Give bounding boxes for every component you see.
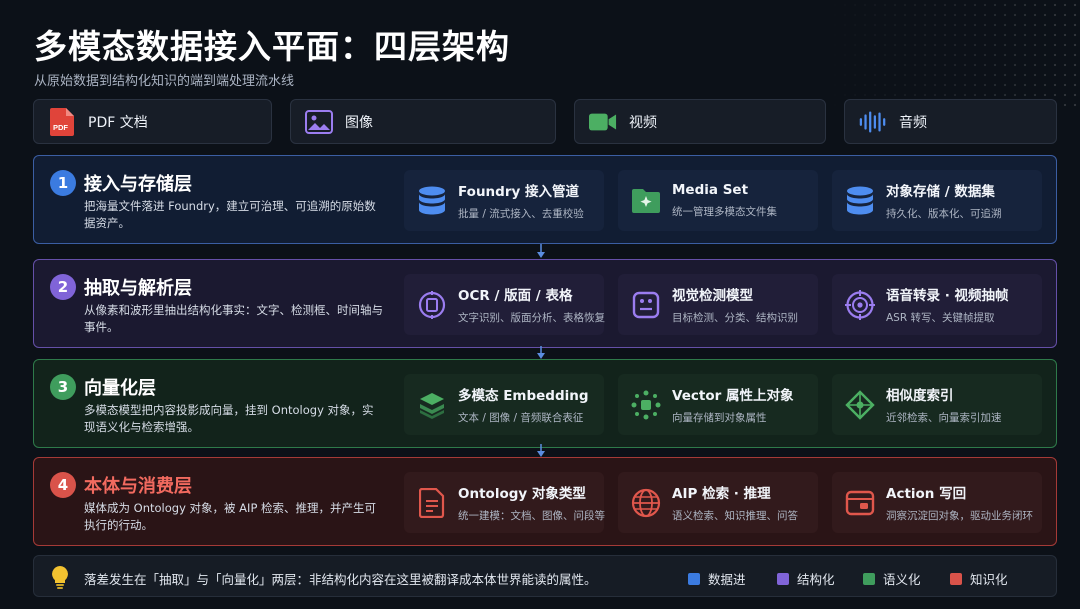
flow-arrow-icon: [537, 444, 545, 457]
layer-ontology-consumption: 4 本体与消费层 媒体成为 Ontology 对象，被 AIP 检索、推理，并产…: [33, 457, 1057, 546]
card-subtitle: 语义检索、知识推理、问答: [672, 510, 798, 522]
page-subtitle: 从原始数据到结构化知识的端到端处理流水线: [34, 74, 295, 89]
layer-title: 向量化层: [84, 378, 156, 399]
card-title: 相似度索引: [886, 388, 954, 404]
storage-icon: [844, 185, 876, 217]
card-subtitle: 统一建模：文档、图像、问段等: [458, 510, 605, 522]
card-subtitle: 批量 / 流式接入、去重校验: [458, 208, 584, 220]
layer-description: 媒体成为 Ontology 对象，被 AIP 检索、推理，并产生可执行的行动。: [84, 501, 377, 532]
transcription-icon: [844, 289, 876, 321]
card-subtitle: 文字识别、版面分析、表格恢复: [458, 312, 605, 324]
card-ontology-object-types[interactable]: Ontology 对象类型 统一建模：文档、图像、问段等: [404, 472, 605, 533]
card-action-writeback[interactable]: Action 写回 洞察沉淀回对象，驱动业务闭环: [832, 472, 1042, 533]
footer-note-text: 落差发生在「抽取」与「向量化」两层：非结构化内容在这里被翻译成本体世界能读的属性…: [84, 572, 597, 587]
layer-extraction-parsing: 2 抽取与解析层 从像素和波形里抽出结构化事实：文字、检测框、时间轴与事件。 O…: [33, 259, 1057, 348]
layer-number: 4: [50, 472, 76, 498]
database-icon: [416, 185, 448, 217]
layer-description: 从像素和波形里抽出结构化事实：文字、检测框、时间轴与事件。: [84, 303, 383, 334]
card-media-set[interactable]: Media Set 统一管理多模态文件集: [618, 170, 818, 231]
source-audio[interactable]: 音频: [844, 99, 1057, 144]
source-image[interactable]: 图像: [290, 99, 556, 144]
dot-pattern-decoration: [820, 0, 1080, 110]
image-icon: [305, 108, 333, 136]
card-subtitle: 近邻检索、向量索引加速: [886, 412, 1002, 424]
legend-swatch: [950, 572, 962, 585]
legend-label: 结构化: [797, 572, 835, 587]
flow-arrow-icon: [537, 244, 545, 258]
card-ocr-layout-table[interactable]: OCR / 版面 / 表格 文字识别、版面分析、表格恢复: [404, 274, 605, 335]
legend-item-data-in: 数据进: [688, 569, 746, 588]
source-video[interactable]: 视频: [574, 99, 826, 144]
globe-icon: [630, 487, 662, 519]
card-visual-detection[interactable]: 视觉检测模型 目标检测、分类、结构识别: [618, 274, 818, 335]
card-title: 多模态 Embedding: [458, 388, 589, 404]
card-object-storage[interactable]: 对象存储 / 数据集 持久化、版本化、可追溯: [832, 170, 1042, 231]
card-subtitle: 目标检测、分类、结构识别: [672, 312, 798, 324]
card-similarity-index[interactable]: 相似度索引 近邻检索、向量索引加速: [832, 374, 1042, 435]
card-subtitle: ASR 转写、关键帧提取: [886, 312, 995, 324]
card-title: 语音转录 · 视频抽帧: [886, 288, 1009, 304]
folder-icon: [630, 185, 662, 217]
layer-ingestion-storage: 1 接入与存储层 把海量文件落进 Foundry，建立可治理、可追溯的原始数据资…: [33, 155, 1057, 244]
card-foundry-pipeline[interactable]: Foundry 接入管道 批量 / 流式接入、去重校验: [404, 170, 604, 231]
layer-number: 1: [50, 170, 76, 196]
legend-swatch: [863, 572, 875, 585]
card-title: Media Set: [672, 182, 749, 198]
layer-number: 3: [50, 374, 76, 400]
legend-swatch: [777, 572, 789, 585]
card-title: OCR / 版面 / 表格: [458, 288, 573, 304]
source-label: PDF 文档: [88, 114, 148, 131]
card-subtitle: 持久化、版本化、可追溯: [886, 208, 1002, 220]
layer-number: 2: [50, 274, 76, 300]
layer-vectorization: 3 向量化层 多模态模型把内容投影成向量，挂到 Ontology 对象，实现语义…: [33, 359, 1057, 448]
card-title: Vector 属性上对象: [672, 388, 794, 404]
legend-item-knowledge: 知识化: [950, 569, 1008, 588]
vector-icon: [630, 389, 662, 421]
layer-title: 接入与存储层: [84, 174, 192, 195]
card-title: Foundry 接入管道: [458, 184, 579, 200]
layer-title: 本体与消费层: [84, 476, 192, 497]
video-icon: [589, 108, 617, 136]
card-title: Action 写回: [886, 486, 967, 502]
legend-swatch: [688, 572, 700, 585]
detection-icon: [630, 289, 662, 321]
layer-description: 把海量文件落进 Foundry，建立可治理、可追溯的原始数据资产。: [84, 199, 376, 230]
layers-icon: [416, 389, 448, 421]
ocr-icon: [416, 289, 448, 321]
card-subtitle: 洞察沉淀回对象，驱动业务闭环: [886, 510, 1033, 522]
card-title: 视觉检测模型: [672, 288, 753, 304]
legend-label: 语义化: [883, 572, 921, 587]
card-subtitle: 向量存储到对象属性: [672, 412, 767, 424]
source-pdf[interactable]: PDF PDF 文档: [33, 99, 272, 144]
card-subtitle: 统一管理多模态文件集: [672, 206, 777, 218]
pdf-icon: PDF: [48, 107, 76, 136]
index-icon: [844, 389, 876, 421]
source-label: 音频: [899, 114, 927, 131]
layer-title: 抽取与解析层: [84, 278, 192, 299]
action-icon: [844, 487, 876, 519]
legend-item-structured: 结构化: [777, 569, 835, 588]
source-label: 图像: [345, 114, 373, 131]
page-title: 多模态数据接入平面：四层架构: [34, 27, 510, 66]
card-title: AIP 检索 · 推理: [672, 486, 771, 502]
card-vector-property[interactable]: Vector 属性上对象 向量存储到对象属性: [618, 374, 818, 435]
card-title: 对象存储 / 数据集: [886, 184, 995, 200]
layer-description: 多模态模型把内容投影成向量，挂到 Ontology 对象，实现语义化与检索增强。: [84, 403, 374, 434]
card-transcription-frames[interactable]: 语音转录 · 视频抽帧 ASR 转写、关键帧提取: [832, 274, 1042, 335]
card-title: Ontology 对象类型: [458, 486, 586, 502]
card-subtitle: 文本 / 图像 / 音频联合表征: [458, 412, 584, 424]
flow-arrow-icon: [537, 346, 545, 359]
document-icon: [416, 487, 448, 519]
audio-icon: [859, 108, 887, 136]
source-label: 视频: [629, 114, 657, 131]
card-multimodal-embedding[interactable]: 多模态 Embedding 文本 / 图像 / 音频联合表征: [404, 374, 604, 435]
card-aip-retrieval-reasoning[interactable]: AIP 检索 · 推理 语义检索、知识推理、问答: [618, 472, 818, 533]
footer-note-bar: 落差发生在「抽取」与「向量化」两层：非结构化内容在这里被翻译成本体世界能读的属性…: [33, 555, 1057, 597]
svg-text:PDF: PDF: [53, 123, 68, 132]
legend-label: 数据进: [708, 572, 746, 587]
lightbulb-icon: [50, 565, 70, 593]
legend-label: 知识化: [970, 572, 1008, 587]
legend-item-semantic: 语义化: [863, 569, 921, 588]
